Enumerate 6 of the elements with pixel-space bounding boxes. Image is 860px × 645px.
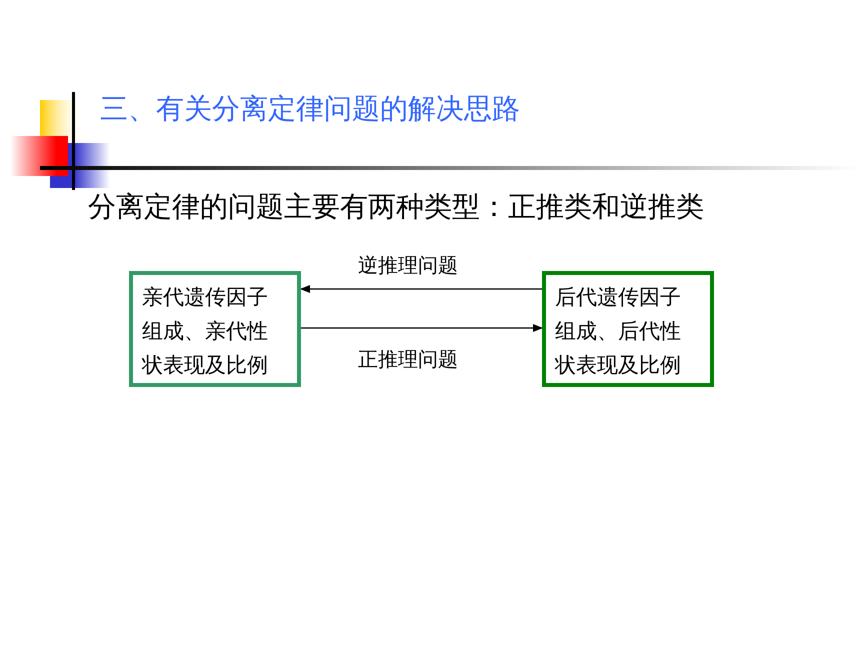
subtitle-text: 分离定律的问题主要有两种类型：正推类和逆推类 (88, 189, 704, 225)
slide-title: 三、有关分离定律问题的解决思路 (100, 91, 520, 127)
arrow (300, 285, 542, 293)
text-box: 后代遗传因子组成、后代性状表现及比例 (542, 271, 714, 387)
arrow (301, 324, 543, 332)
text-box: 亲代遗传因子组成、亲代性状表现及比例 (129, 271, 301, 387)
